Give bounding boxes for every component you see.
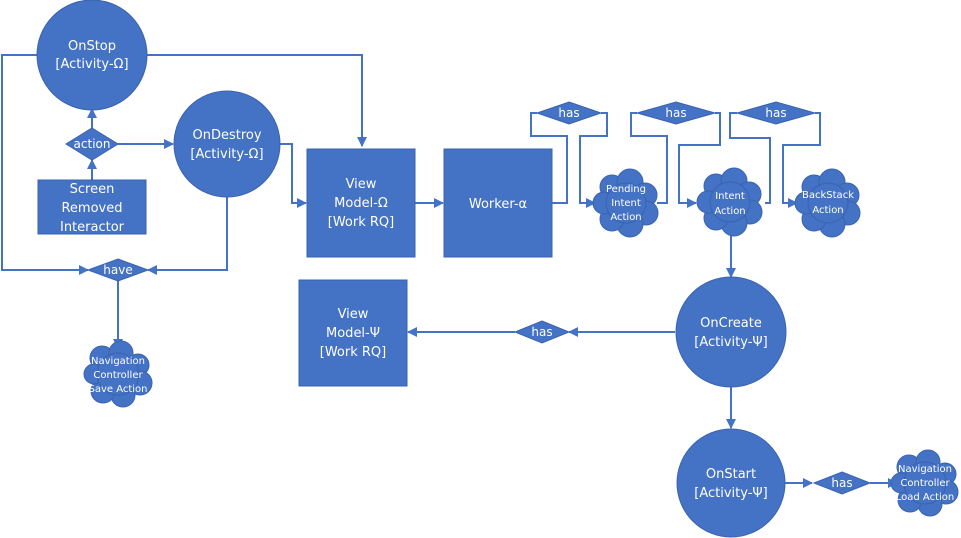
- viewmodel-omega-line1: View: [346, 177, 377, 192]
- onstop-subtitle: [Activity-Ω]: [55, 57, 128, 72]
- has-intent-decision: has: [635, 101, 717, 125]
- nav-load-line3: Load Action: [896, 492, 955, 503]
- nav-save-action-cloud: Navigation Controller Save Action: [83, 340, 153, 408]
- onstart-subtitle: [Activity-Ψ]: [694, 486, 767, 501]
- viewmodel-psi-line1: View: [338, 307, 369, 322]
- has-load-label: has: [831, 476, 852, 490]
- nav-save-line2: Controller: [93, 370, 143, 381]
- pending-line2: Intent: [611, 198, 641, 209]
- screen-removed-interactor-node: Screen Removed Interactor: [37, 179, 147, 235]
- ondestroy-node: OnDestroy [Activity-Ω]: [173, 90, 281, 198]
- edge-ondestroy-to-viewmodel-omega: [280, 143, 307, 208]
- ondestroy-title: OnDestroy: [192, 128, 261, 143]
- oncreate-node: OnCreate [Activity-Ψ]: [675, 276, 787, 388]
- viewmodel-omega-line2: Model-Ω: [334, 196, 388, 211]
- has-load-decision: has: [812, 471, 872, 495]
- has-backstack-decision: has: [735, 101, 817, 125]
- edge-has-to-pending: [579, 112, 608, 208]
- worker-node: Worker-α: [443, 148, 553, 258]
- edge-onstop-to-viewmodel-omega: [146, 54, 367, 147]
- action-decision: action: [65, 127, 119, 161]
- viewmodel-psi-line3: [Work RQ]: [320, 345, 386, 360]
- onstart-title: OnStart: [706, 467, 756, 482]
- screen-removed-line2: Removed: [61, 201, 122, 216]
- oncreate-title: OnCreate: [700, 316, 762, 331]
- edge-has-to-backstack: [782, 112, 821, 208]
- intent-line2: Action: [714, 206, 745, 217]
- backstack-line1: BackStack: [802, 190, 854, 201]
- oncreate-subtitle: [Activity-Ψ]: [694, 335, 767, 350]
- screen-removed-line1: Screen: [70, 182, 115, 197]
- nav-save-line3: Save Action: [88, 384, 147, 395]
- backstack-line2: Action: [812, 205, 843, 216]
- screen-removed-line3: Interactor: [60, 220, 125, 235]
- viewmodel-omega-node: View Model-Ω [Work RQ]: [306, 148, 416, 258]
- nav-save-line1: Navigation: [91, 356, 145, 367]
- backstack-action-cloud: BackStack Action: [794, 168, 861, 238]
- action-decision-label: action: [74, 137, 111, 151]
- ondestroy-subtitle: [Activity-Ω]: [190, 147, 263, 162]
- edges: [1, 54, 898, 488]
- nav-load-action-cloud: Navigation Controller Load Action: [890, 449, 959, 517]
- onstart-node: OnStart [Activity-Ψ]: [676, 428, 786, 538]
- onstop-title: OnStop: [68, 39, 116, 54]
- onstop-node: OnStop [Activity-Ω]: [36, 0, 148, 111]
- edge-onstop-to-have: [1, 54, 89, 275]
- viewmodel-psi-node: View Model-Ψ [Work RQ]: [298, 279, 408, 387]
- have-decision: have: [86, 258, 150, 282]
- pending-line3: Action: [610, 212, 641, 223]
- nav-load-line2: Controller: [900, 478, 950, 489]
- edge-pending-to-has-intent: [630, 112, 668, 204]
- has-viewmodel-label: has: [531, 325, 552, 339]
- pending-intent-action-cloud: Pending Intent Action: [592, 168, 659, 238]
- has-backstack-label: has: [765, 106, 786, 120]
- has-pending-label: has: [558, 106, 579, 120]
- viewmodel-omega-line3: [Work RQ]: [328, 215, 394, 230]
- edge-worker-to-has-pending: [530, 112, 568, 204]
- edge-intent-to-has-backstack: [729, 112, 771, 204]
- has-pending-decision: has: [535, 101, 603, 125]
- edge-has-to-intent: [678, 112, 721, 208]
- intent-action-cloud: Intent Action: [696, 167, 763, 237]
- viewmodel-psi-line2: Model-Ψ: [326, 326, 380, 341]
- pending-line1: Pending: [606, 184, 646, 195]
- nav-load-line1: Navigation: [898, 464, 952, 475]
- have-decision-label: have: [103, 263, 132, 277]
- intent-line1: Intent: [715, 191, 745, 202]
- has-viewmodel-decision: has: [513, 320, 571, 344]
- worker-label: Worker-α: [469, 197, 527, 212]
- has-intent-label: has: [665, 106, 686, 120]
- edge-ondestroy-to-have: [147, 196, 228, 275]
